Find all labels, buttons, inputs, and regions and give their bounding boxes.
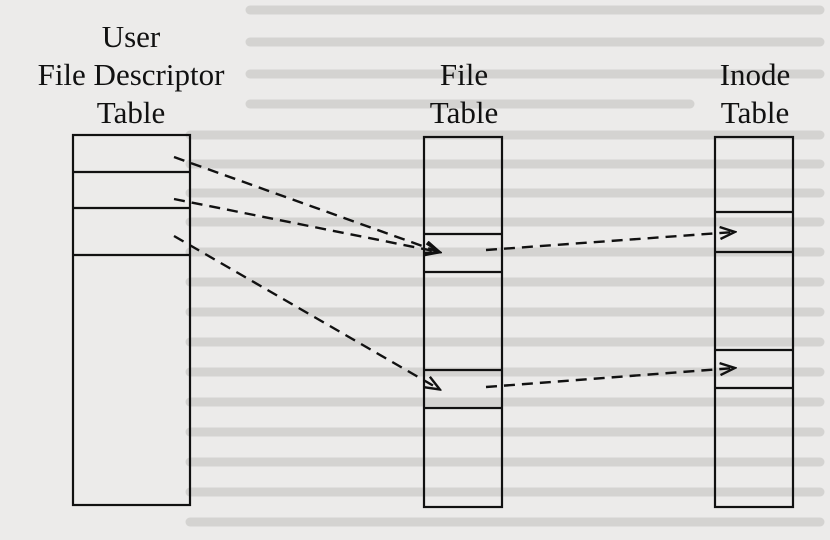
- file-table-title: File Table: [384, 56, 544, 132]
- inode-table-title: Inode Table: [680, 56, 830, 132]
- title-line: Table: [429, 95, 499, 130]
- fd0-to-file-entry-arrow: [173, 155, 439, 252]
- fd2-to-file-entry-arrow: [173, 234, 439, 389]
- user-fd-table: [71, 133, 192, 507]
- title-line: Inode: [719, 57, 791, 92]
- file-to-inode-arrow: [485, 368, 734, 389]
- user-fd-table-box: [71, 133, 192, 507]
- title-line: File: [439, 57, 489, 92]
- fd1-to-file-entry-arrow: [173, 197, 439, 252]
- file-to-inode-arrow: [485, 232, 734, 252]
- title-line: Table: [720, 95, 790, 130]
- title-line: User: [101, 19, 161, 54]
- title-line: Table: [96, 95, 166, 130]
- inode-table-box: [713, 135, 795, 509]
- user-fd-table-title: User File Descriptor Table: [0, 18, 262, 132]
- title-line: File Descriptor: [37, 57, 225, 92]
- file-table: [422, 135, 504, 509]
- file-table-box: [422, 135, 504, 509]
- inode-table: [713, 135, 795, 509]
